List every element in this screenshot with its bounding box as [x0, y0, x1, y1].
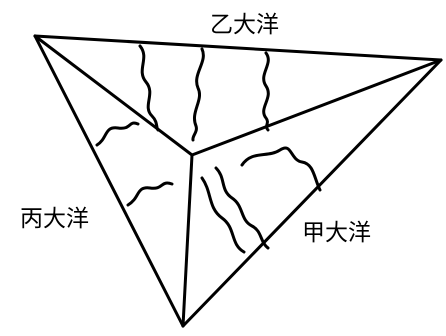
label-ocean-top: 乙大洋	[210, 12, 279, 38]
wavy-line-upper-2	[191, 47, 205, 142]
ridge-to-bottom-vertex	[181, 153, 194, 328]
edge-top	[33, 34, 443, 62]
label-ocean-left: 丙大洋	[20, 206, 89, 232]
wavy-line-upper-1	[138, 44, 160, 132]
edge-right	[181, 58, 443, 328]
edge-left	[33, 34, 185, 328]
ridge-to-top-left-vertex	[33, 34, 194, 157]
wavy-line-left-1	[95, 121, 140, 147]
wavy-line-right-1	[240, 146, 322, 192]
label-ocean-right: 甲大洋	[302, 220, 371, 246]
wavy-line-right-2	[200, 176, 246, 254]
wavy-line-upper-3	[262, 51, 270, 132]
ridge-to-right-vertex	[190, 58, 443, 157]
wavy-line-left-2	[126, 181, 174, 207]
wavy-line-right-3	[214, 166, 270, 250]
